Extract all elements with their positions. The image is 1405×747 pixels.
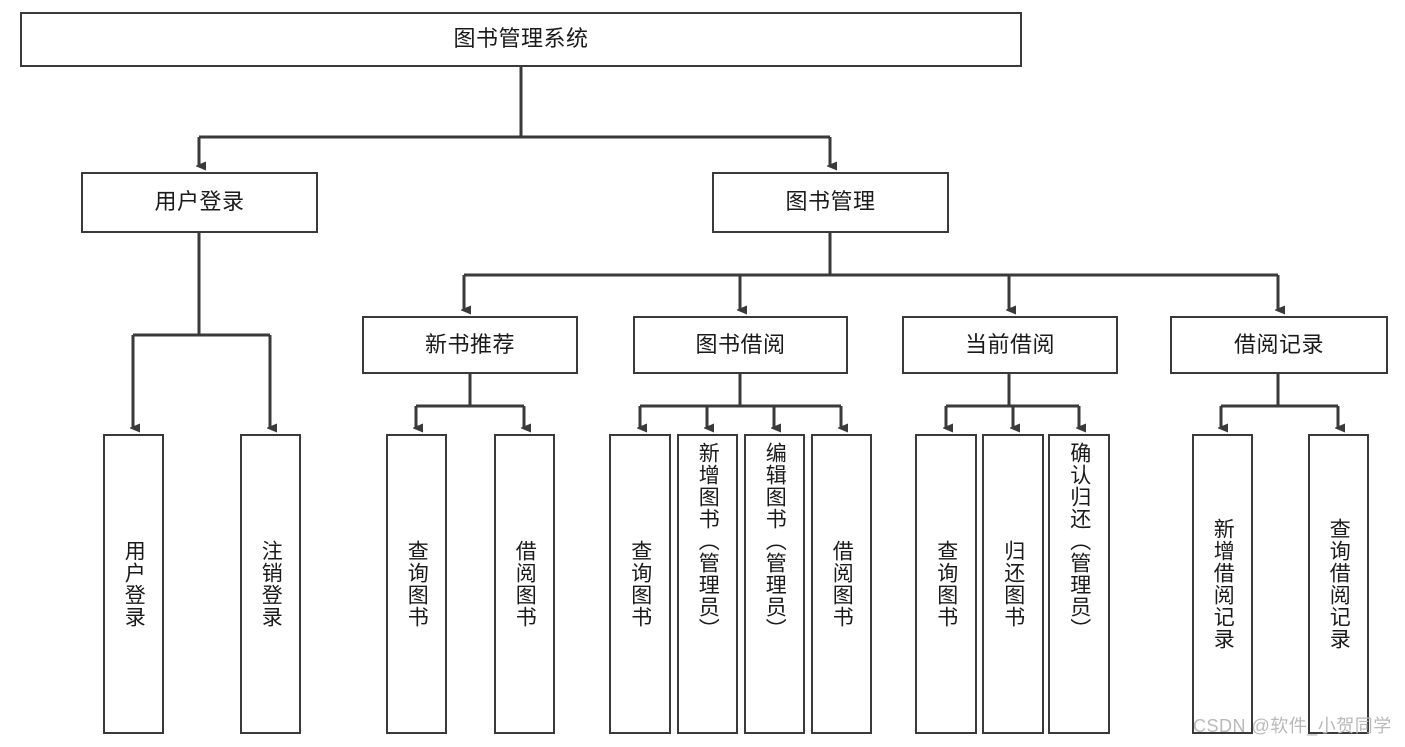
leaf-label: 查询借阅记录 <box>1327 518 1351 650</box>
node-borrow-record[interactable]: 借阅记录 <box>1170 316 1388 374</box>
leaf-label: 新增借阅记录 <box>1211 518 1235 650</box>
leaf-user-login-login[interactable]: 用户登录 <box>103 434 164 734</box>
node-book-borrow[interactable]: 图书借阅 <box>633 316 848 374</box>
node-new-book-recommend[interactable]: 新书推荐 <box>362 316 578 374</box>
node-label: 当前借阅 <box>964 331 1055 357</box>
leaf-user-login-logout[interactable]: 注销登录 <box>240 434 301 734</box>
node-label: 用户登录 <box>154 189 245 215</box>
node-label: 新书推荐 <box>424 331 515 357</box>
leaf-label: 用户登录 <box>122 540 146 628</box>
leaf-label: 确认归还（管理员） <box>1067 442 1091 640</box>
node-user-login[interactable]: 用户登录 <box>81 172 318 233</box>
leaf-current-return-book[interactable]: 归还图书 <box>982 434 1044 734</box>
leaf-label: 查询图书 <box>628 540 652 628</box>
node-label: 图书管理 <box>785 189 876 215</box>
leaf-label: 借阅图书 <box>513 540 537 628</box>
leaf-record-query-record[interactable]: 查询借阅记录 <box>1308 434 1369 734</box>
node-label: 借阅记录 <box>1233 331 1324 357</box>
node-root-system[interactable]: 图书管理系统 <box>20 12 1022 67</box>
node-current-borrow[interactable]: 当前借阅 <box>902 316 1118 374</box>
leaf-label: 查询图书 <box>405 540 429 628</box>
leaf-label: 归还图书 <box>1001 540 1025 628</box>
leaf-label: 查询图书 <box>934 540 958 628</box>
leaf-borrow-edit-book-admin[interactable]: 编辑图书（管理员） <box>744 434 805 734</box>
node-book-management[interactable]: 图书管理 <box>712 172 949 233</box>
node-label: 图书借阅 <box>695 331 786 357</box>
leaf-new-book-borrow-book[interactable]: 借阅图书 <box>494 434 555 734</box>
leaf-label: 编辑图书（管理员） <box>763 442 787 640</box>
leaf-new-book-query-book[interactable]: 查询图书 <box>386 434 447 734</box>
leaf-borrow-query-book[interactable]: 查询图书 <box>609 434 671 734</box>
leaf-record-add-record[interactable]: 新增借阅记录 <box>1192 434 1253 734</box>
leaf-current-query-book[interactable]: 查询图书 <box>915 434 977 734</box>
node-label: 图书管理系统 <box>453 26 589 52</box>
leaf-label: 新增图书（管理员） <box>696 442 720 640</box>
leaf-borrow-add-book-admin[interactable]: 新增图书（管理员） <box>677 434 738 734</box>
leaf-label: 注销登录 <box>259 540 283 628</box>
leaf-current-confirm-return-admin[interactable]: 确认归还（管理员） <box>1048 434 1110 734</box>
leaf-label: 借阅图书 <box>830 540 854 628</box>
leaf-borrow-borrow-book[interactable]: 借阅图书 <box>811 434 872 734</box>
